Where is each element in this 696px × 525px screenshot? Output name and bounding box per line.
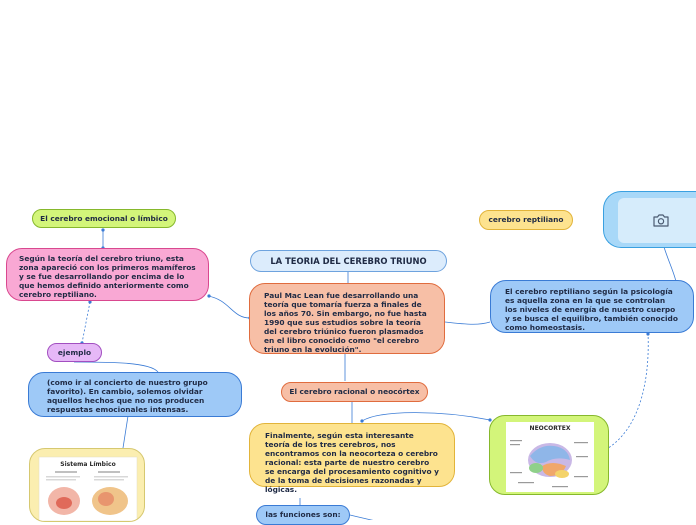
node-example-description[interactable]: (como ir al concierto de nuestro grupo f… [28,372,242,417]
node-limbic-description-text: Según la teoría del cerebro triuno, esta… [19,254,196,300]
image-limbic-system[interactable]: Sistema Límbico [29,448,145,522]
node-reptilian-brain-label: cerebro reptiliano [488,215,564,225]
node-example[interactable]: ejemplo [47,343,102,362]
node-example-label: ejemplo [57,347,92,357]
node-example-description-text: (como ir al concierto de nuestro grupo f… [47,378,208,415]
node-rational-brain[interactable]: El cerebro racional o neocórtex [281,382,428,402]
limbic-system-illustration: Sistema Límbico [38,456,138,521]
node-rational-description-text: Finalmente, según esta interesante teorí… [265,431,439,495]
node-center-description[interactable]: Paul Mac Lean fue desarrollando una teor… [249,283,445,354]
node-functions[interactable]: las funciones son: [256,505,350,525]
neocortex-image-title: NEOCORTEX [530,425,571,432]
node-functions-label: las funciones son: [265,510,341,520]
image-placeholder-inner [618,198,696,243]
neocortex-illustration: NEOCORTEX [506,422,594,492]
node-reptilian-description[interactable]: El cerebro reptiliano según la psicologí… [490,280,694,333]
node-emotional-brain-label: El cerebro emocional o límbico [40,213,168,223]
node-rational-brain-label: El cerebro racional o neocórtex [289,387,420,397]
map-title-label: LA TEORIA DEL CEREBRO TRIUNO [270,255,427,266]
camera-icon[interactable] [652,213,670,228]
node-limbic-description[interactable]: Según la teoría del cerebro triuno, esta… [6,248,209,301]
node-emotional-brain[interactable]: El cerebro emocional o límbico [32,209,176,228]
node-center-description-text: Paul Mac Lean fue desarrollando una teor… [264,291,427,355]
image-neocortex[interactable]: NEOCORTEX [489,415,609,495]
image-placeholder-reptilian[interactable] [603,191,696,248]
node-reptilian-brain[interactable]: cerebro reptiliano [479,210,573,230]
node-reptilian-description-text: El cerebro reptiliano según la psicologí… [505,287,678,333]
map-title[interactable]: LA TEORIA DEL CEREBRO TRIUNO [250,250,447,272]
limbic-image-title: Sistema Límbico [60,461,115,468]
node-rational-description[interactable]: Finalmente, según esta interesante teorí… [249,423,455,494]
